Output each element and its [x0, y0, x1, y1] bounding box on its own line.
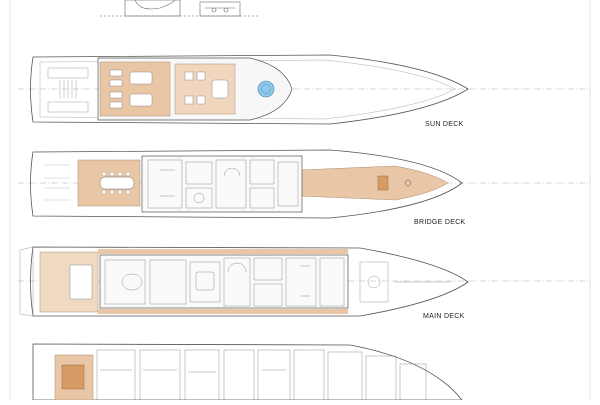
- main-deck-hull-outline: [30, 246, 469, 317]
- bridge-deck-hull-outline: [30, 149, 463, 219]
- sun-deck-spa-pool: [257, 80, 275, 98]
- sun-deck-plan: [18, 54, 590, 125]
- lower-deck-plan: [32, 343, 463, 401]
- sun-deck-label: SUN DECK: [425, 121, 464, 128]
- lower-deck-hull-outline: [32, 343, 463, 401]
- bridge-deck-plan: [18, 149, 590, 219]
- main-deck-plan: [18, 246, 590, 317]
- bridge-deck-label: BRIDGE DECK: [414, 219, 466, 226]
- top-detail: [100, 0, 260, 17]
- sun-deck-hull-outline: [30, 54, 469, 125]
- main-deck-label: MAIN DECK: [423, 313, 465, 320]
